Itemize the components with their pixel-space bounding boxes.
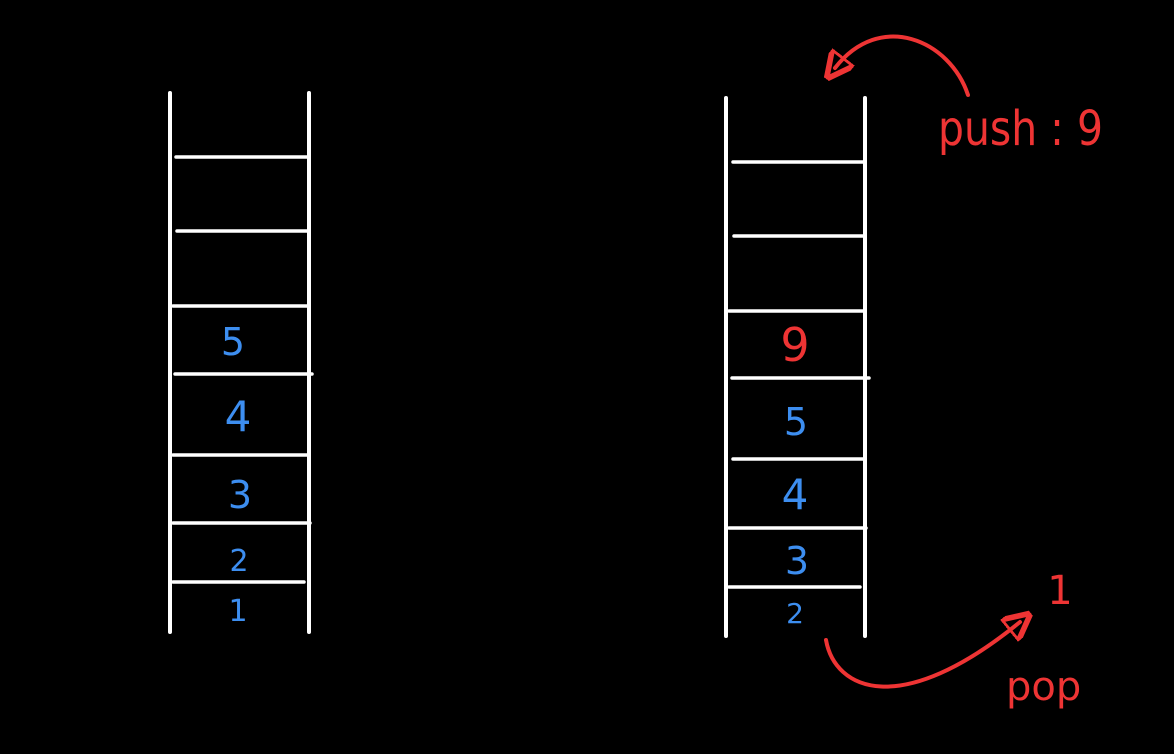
pop-label: pop: [1006, 664, 1081, 710]
push-label: push : 9: [938, 101, 1103, 157]
stack-before-item: 3: [228, 473, 252, 517]
stack-before-item: 5: [221, 320, 245, 364]
stack-after-item: 2: [786, 597, 804, 630]
stack-after-item: 5: [784, 400, 808, 444]
push-arrow: [835, 34, 970, 97]
popped-item: 1: [1047, 568, 1072, 614]
pop-annotation: 1 pop: [824, 568, 1081, 710]
stack-after: 2 3 4 5 9: [724, 96, 871, 638]
stack-before-item: 4: [225, 392, 252, 441]
stack-after-pushed-item: 9: [780, 318, 809, 372]
pop-arrow: [824, 622, 1020, 689]
stack-before-item: 1: [228, 594, 247, 629]
stack-after-item: 3: [785, 539, 809, 583]
push-annotation: push : 9: [835, 34, 1103, 157]
stack-after-item: 4: [782, 470, 809, 519]
stack-before-item: 2: [229, 544, 248, 579]
stack-before: 1 2 3 4 5: [168, 91, 314, 634]
